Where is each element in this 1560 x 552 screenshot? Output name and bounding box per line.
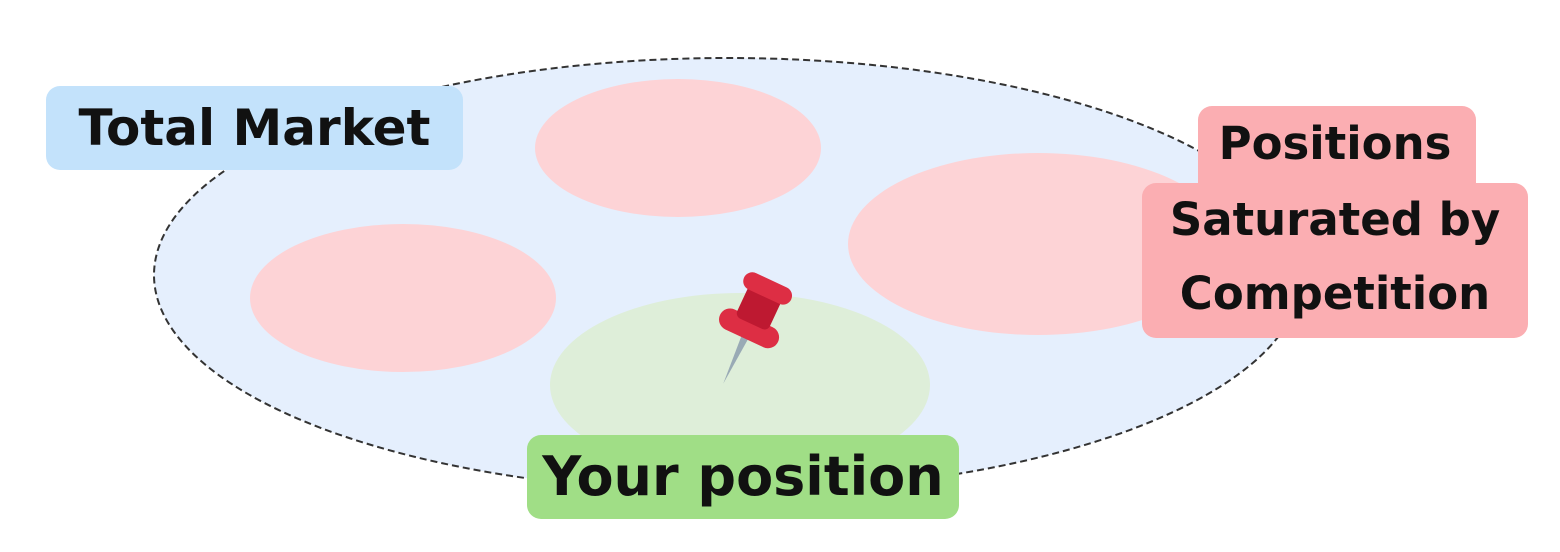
competitor-area-left — [250, 224, 556, 372]
competitor-area-top — [535, 79, 821, 217]
saturated-label-line: Competition — [1179, 267, 1491, 320]
saturated-label-line: Saturated by — [1169, 193, 1501, 246]
saturated-positions-label: Positions Saturated by Competition — [1142, 106, 1528, 338]
saturated-label-line: Positions — [1218, 117, 1452, 170]
saturated-label-bg — [1142, 106, 1528, 338]
pushpin-icon — [719, 272, 793, 384]
your-position-area — [550, 293, 930, 477]
your-position-label: Your position — [527, 435, 959, 519]
total-market-label: Total Market — [46, 86, 463, 170]
competitor-area-right — [848, 153, 1228, 335]
